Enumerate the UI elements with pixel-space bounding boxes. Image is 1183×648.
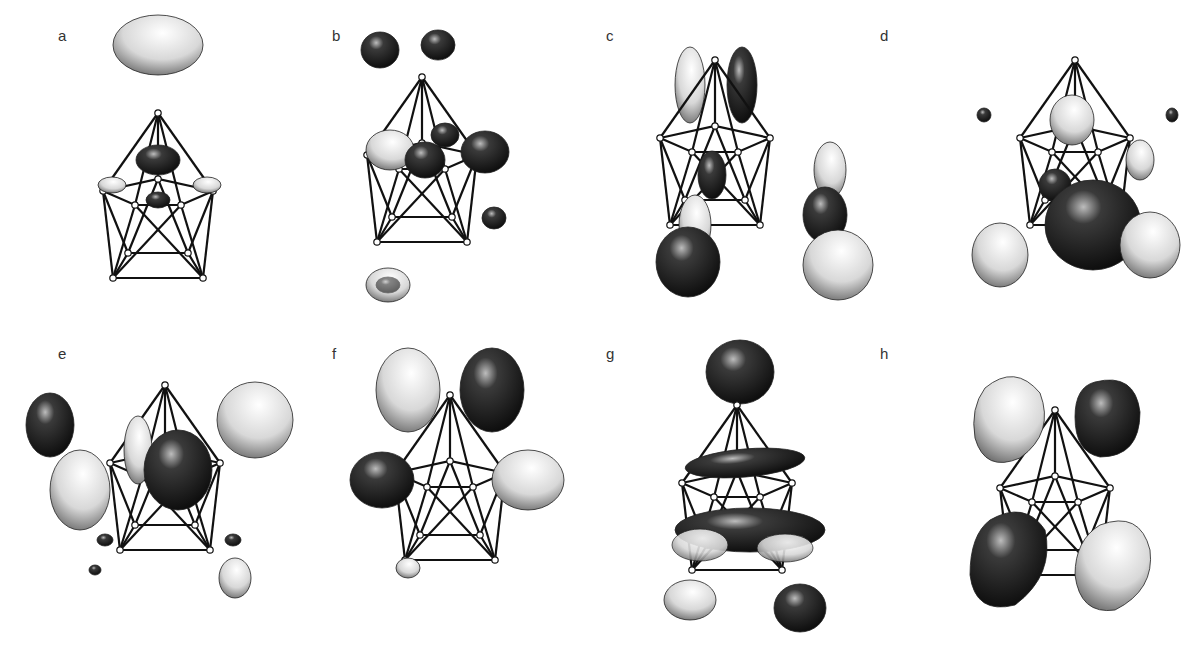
panel-letter: c — [606, 28, 614, 43]
panel-f-figure — [350, 348, 564, 578]
panel-h-figure — [970, 377, 1151, 611]
panel-b-figure — [361, 30, 509, 302]
panel-d-figure — [972, 57, 1180, 287]
panel-g-figure — [664, 340, 826, 632]
panel-letter: b — [332, 28, 340, 43]
panel-letter: e — [58, 346, 66, 361]
panel-letter: a — [58, 28, 66, 43]
panel-c-figure — [656, 47, 873, 300]
panel-a-figure — [98, 15, 221, 281]
panel-letter: h — [880, 346, 888, 361]
panel-e-figure — [26, 382, 293, 598]
panel-letter: f — [332, 346, 336, 361]
panel-letter: g — [606, 346, 614, 361]
panel-letter: d — [880, 28, 888, 43]
